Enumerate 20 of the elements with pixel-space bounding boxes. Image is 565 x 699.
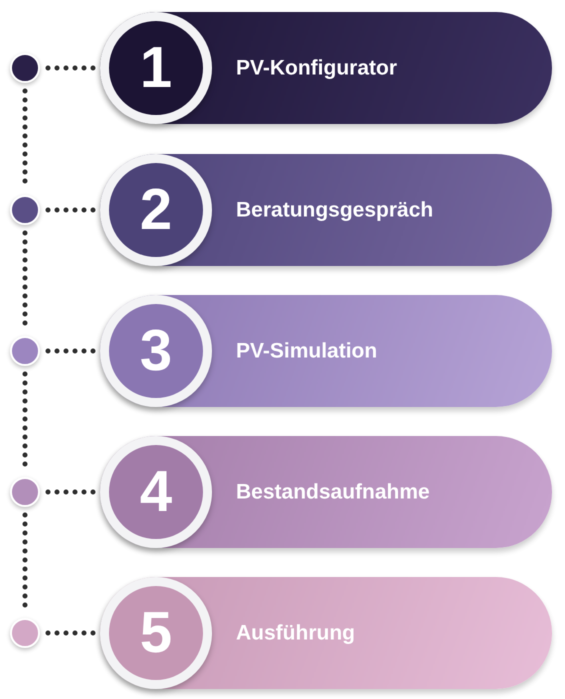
dotted-connector — [46, 208, 96, 212]
step-title: Ausführung — [236, 620, 355, 646]
step-pill — [100, 154, 552, 266]
step-number-badge: 3 — [100, 295, 212, 407]
dotted-connector — [46, 630, 96, 636]
step-title: Bestandsaufnahme — [236, 479, 430, 506]
step-number-badge: 2 — [100, 154, 212, 266]
step-title: PV-Simulation — [236, 338, 378, 364]
dotted-connector — [46, 490, 96, 494]
step-pill — [100, 12, 552, 124]
dotted-connector — [46, 66, 96, 70]
dotted-connector — [46, 348, 96, 354]
step-pill — [100, 436, 552, 548]
step-number-badge: 4 — [100, 436, 212, 548]
step-title: PV-Konfigurator — [236, 55, 397, 82]
step-number-badge: 5 — [100, 577, 212, 689]
step-pill — [100, 577, 552, 689]
step-number-badge: 1 — [100, 12, 212, 124]
step-title: Beratungsgespräch — [236, 197, 434, 224]
step-pill — [100, 295, 552, 407]
